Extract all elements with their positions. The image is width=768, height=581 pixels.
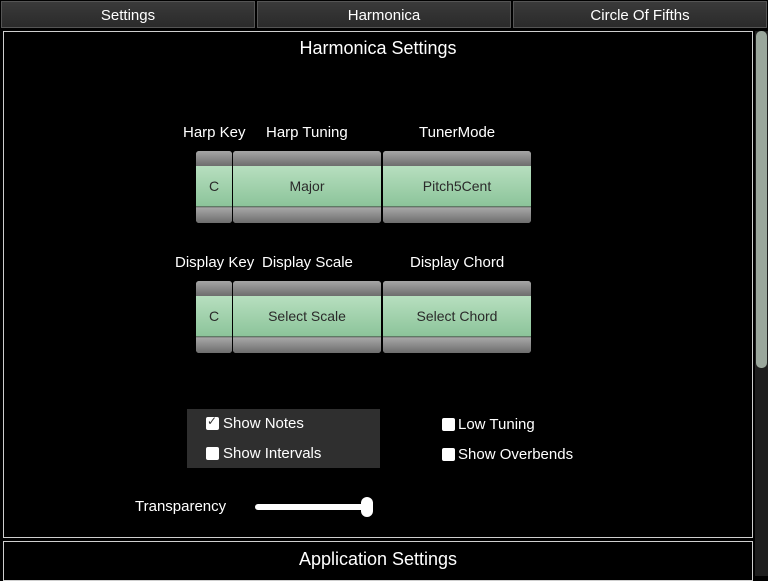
display-scale-spinner[interactable]: Select Scale (233, 281, 381, 353)
display-chord-label: Display Chord (410, 254, 505, 271)
show-overbends-label[interactable]: Show Overbends (458, 446, 574, 463)
tuner-mode-spinner[interactable]: Pitch5Cent (383, 151, 531, 223)
spinner-top (383, 151, 531, 166)
show-notes-label[interactable]: Show Notes (223, 415, 304, 432)
tuner-mode-label: TunerMode (419, 124, 496, 141)
transparency-slider-knob[interactable] (361, 497, 373, 517)
display-key-label: Display Key (175, 254, 255, 271)
spinner-divider (196, 206, 232, 207)
spinner-bottom (383, 208, 531, 223)
harp-tuning-value: Major (233, 166, 381, 206)
scrollbar-thumb[interactable] (756, 31, 767, 368)
tab-circle-of-fifths[interactable]: Circle Of Fifths (513, 1, 767, 28)
tuner-mode-value: Pitch5Cent (383, 166, 531, 206)
show-intervals-label[interactable]: Show Intervals (223, 445, 322, 462)
display-scale-value: Select Scale (233, 296, 381, 336)
low-tuning-label[interactable]: Low Tuning (458, 416, 535, 433)
spinner-divider (233, 206, 381, 207)
low-tuning-checkbox[interactable] (442, 418, 455, 431)
display-chord-spinner[interactable]: Select Chord (383, 281, 531, 353)
spinner-bottom (233, 338, 381, 353)
spinner-divider (383, 336, 531, 337)
display-options-group (187, 409, 380, 468)
application-settings-title: Application Settings (298, 549, 458, 569)
harp-tuning-label: Harp Tuning (266, 124, 348, 141)
display-key-value: C (196, 296, 232, 336)
tab-settings[interactable]: Settings (1, 1, 255, 28)
tab-bar: Settings Harmonica Circle Of Fifths (0, 0, 768, 30)
spinner-bottom (383, 338, 531, 353)
harp-key-spinner[interactable]: C (196, 151, 232, 223)
display-key-spinner[interactable]: C (196, 281, 232, 353)
spinner-top (196, 151, 232, 166)
spinner-top (383, 281, 531, 296)
spinner-top (233, 281, 381, 296)
show-intervals-checkbox[interactable] (206, 447, 219, 460)
tab-harmonica[interactable]: Harmonica (257, 1, 511, 28)
application-settings-panel[interactable]: Application Settings (3, 541, 753, 581)
show-overbends-checkbox[interactable] (442, 448, 455, 461)
harp-tuning-spinner[interactable]: Major (233, 151, 381, 223)
spinner-top (233, 151, 381, 166)
transparency-label: Transparency (135, 498, 227, 515)
transparency-slider-track[interactable] (255, 504, 370, 510)
checkmark-icon: ✓ (207, 414, 218, 428)
spinner-bottom (233, 208, 381, 223)
spinner-bottom (196, 338, 232, 353)
display-scale-label: Display Scale (262, 254, 353, 271)
spinner-divider (383, 206, 531, 207)
panel-title: Harmonica Settings (299, 38, 457, 58)
harp-key-value: C (196, 166, 232, 206)
spinner-divider (196, 336, 232, 337)
spinner-top (196, 281, 232, 296)
show-notes-checkbox[interactable]: ✓ (206, 414, 219, 430)
spinner-bottom (196, 208, 232, 223)
display-chord-value: Select Chord (383, 296, 531, 336)
harp-key-label: Harp Key (183, 124, 246, 141)
spinner-divider (233, 336, 381, 337)
